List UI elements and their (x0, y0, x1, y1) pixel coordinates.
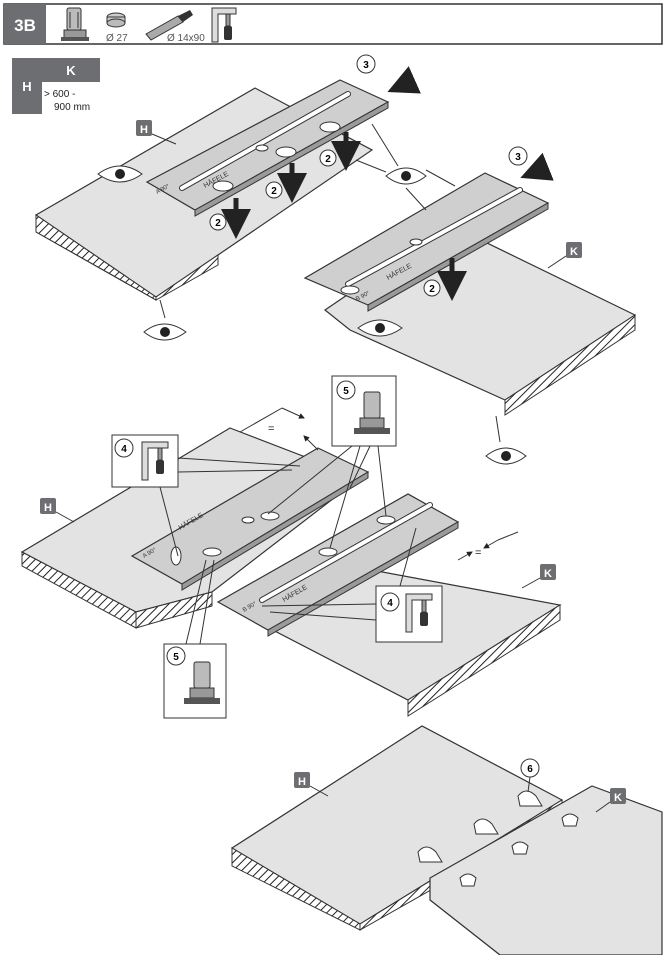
leader-k-2 (521, 577, 541, 589)
sight-line (495, 415, 501, 443)
router-icon (61, 7, 89, 41)
step-6-label: 6 (527, 764, 533, 775)
step-2-label-b: 2 (271, 186, 277, 197)
legend-k-badge (42, 58, 100, 82)
router-callout-bottom: 5 (163, 559, 227, 719)
clamp-icon (405, 593, 433, 633)
panel-k-badge-3 (610, 788, 626, 804)
leader-h-3 (309, 785, 329, 797)
step-5-label-a: 5 (343, 386, 349, 397)
step-2-label-c: 2 (325, 154, 331, 165)
equal-mark-top: = (268, 423, 274, 435)
panel-h-label-2: H (44, 502, 52, 514)
panel-h-badge-2 (40, 498, 56, 514)
jig-k-section1: HÄFELE B 90° (303, 172, 550, 312)
legend-range-line2: 900 mm (54, 102, 90, 113)
dowel-icon (145, 10, 193, 41)
step-3-label-b: 3 (515, 152, 521, 163)
panel-k-label-1: K (570, 246, 578, 258)
step-4-label-b: 4 (387, 598, 393, 609)
clamp-callout-top: 4 (111, 434, 301, 557)
eye-icon (143, 323, 187, 341)
panel-k-badge-2 (540, 564, 556, 580)
clamp-callout-bottom: 4 (261, 527, 443, 643)
panel-h-badge-1 (136, 120, 152, 136)
jig-h-section1: HÄFELE A 90° (145, 79, 390, 217)
leader-h-2 (55, 511, 75, 523)
clamp-icon (211, 7, 237, 43)
leader-step-6 (527, 776, 531, 793)
panel-h-badge-3 (294, 772, 310, 788)
leader-k-3 (595, 801, 611, 813)
sight-line (425, 169, 456, 187)
jig-k-section2: HÄFELE B 90° (216, 493, 460, 637)
step-3-markers: 3 3 (356, 54, 554, 181)
bit-diameter-label: Ø 27 (106, 33, 128, 44)
panel-k-badge-1 (566, 242, 582, 258)
equal-distance-mark-right: = (457, 531, 519, 561)
router-icon (354, 391, 390, 434)
step-3-label-a: 3 (363, 60, 369, 71)
legend-range-line1: > 600 - (44, 89, 75, 100)
step-badge (4, 4, 46, 44)
eye-icon (485, 447, 527, 465)
step-4-label-a: 4 (121, 444, 127, 455)
panel-k-label-2: K (544, 568, 552, 580)
dowel-size-label: Ø 14x90 (167, 33, 205, 44)
step-label: 3B (14, 16, 36, 35)
step-2-label-d: 2 (429, 284, 435, 295)
router-icon (184, 661, 220, 704)
header-frame (3, 3, 663, 45)
step-2-markers: 2 2 2 2 (209, 149, 441, 297)
bit-icon (106, 12, 126, 28)
equal-distance-mark-top: = (239, 407, 319, 451)
sight-line (355, 159, 387, 173)
legend-h-label: H (22, 79, 31, 94)
leader-h-1 (151, 133, 177, 145)
eye-icon (385, 167, 427, 185)
eye-icon (357, 319, 403, 337)
panel-h-label-3: H (298, 776, 306, 788)
panel-k-label-3: K (614, 792, 622, 804)
eye-icon (97, 165, 143, 183)
clamp-icon (141, 441, 169, 481)
step-5-label-b: 5 (173, 652, 179, 663)
sight-line (405, 187, 427, 211)
equal-mark-right: = (475, 547, 481, 559)
sight-line (371, 123, 399, 167)
router-callout-top: 5 (267, 375, 397, 549)
sight-line (159, 299, 166, 319)
panel-h-label-1: H (140, 124, 148, 136)
step-2-label-a: 2 (215, 218, 221, 229)
push-down-arrows (221, 132, 467, 301)
legend-k-label: K (66, 63, 76, 78)
jig-h-section2: HÄFELE A 90° (130, 447, 370, 591)
leader-k-1 (547, 255, 567, 269)
legend-h-badge (12, 58, 42, 114)
